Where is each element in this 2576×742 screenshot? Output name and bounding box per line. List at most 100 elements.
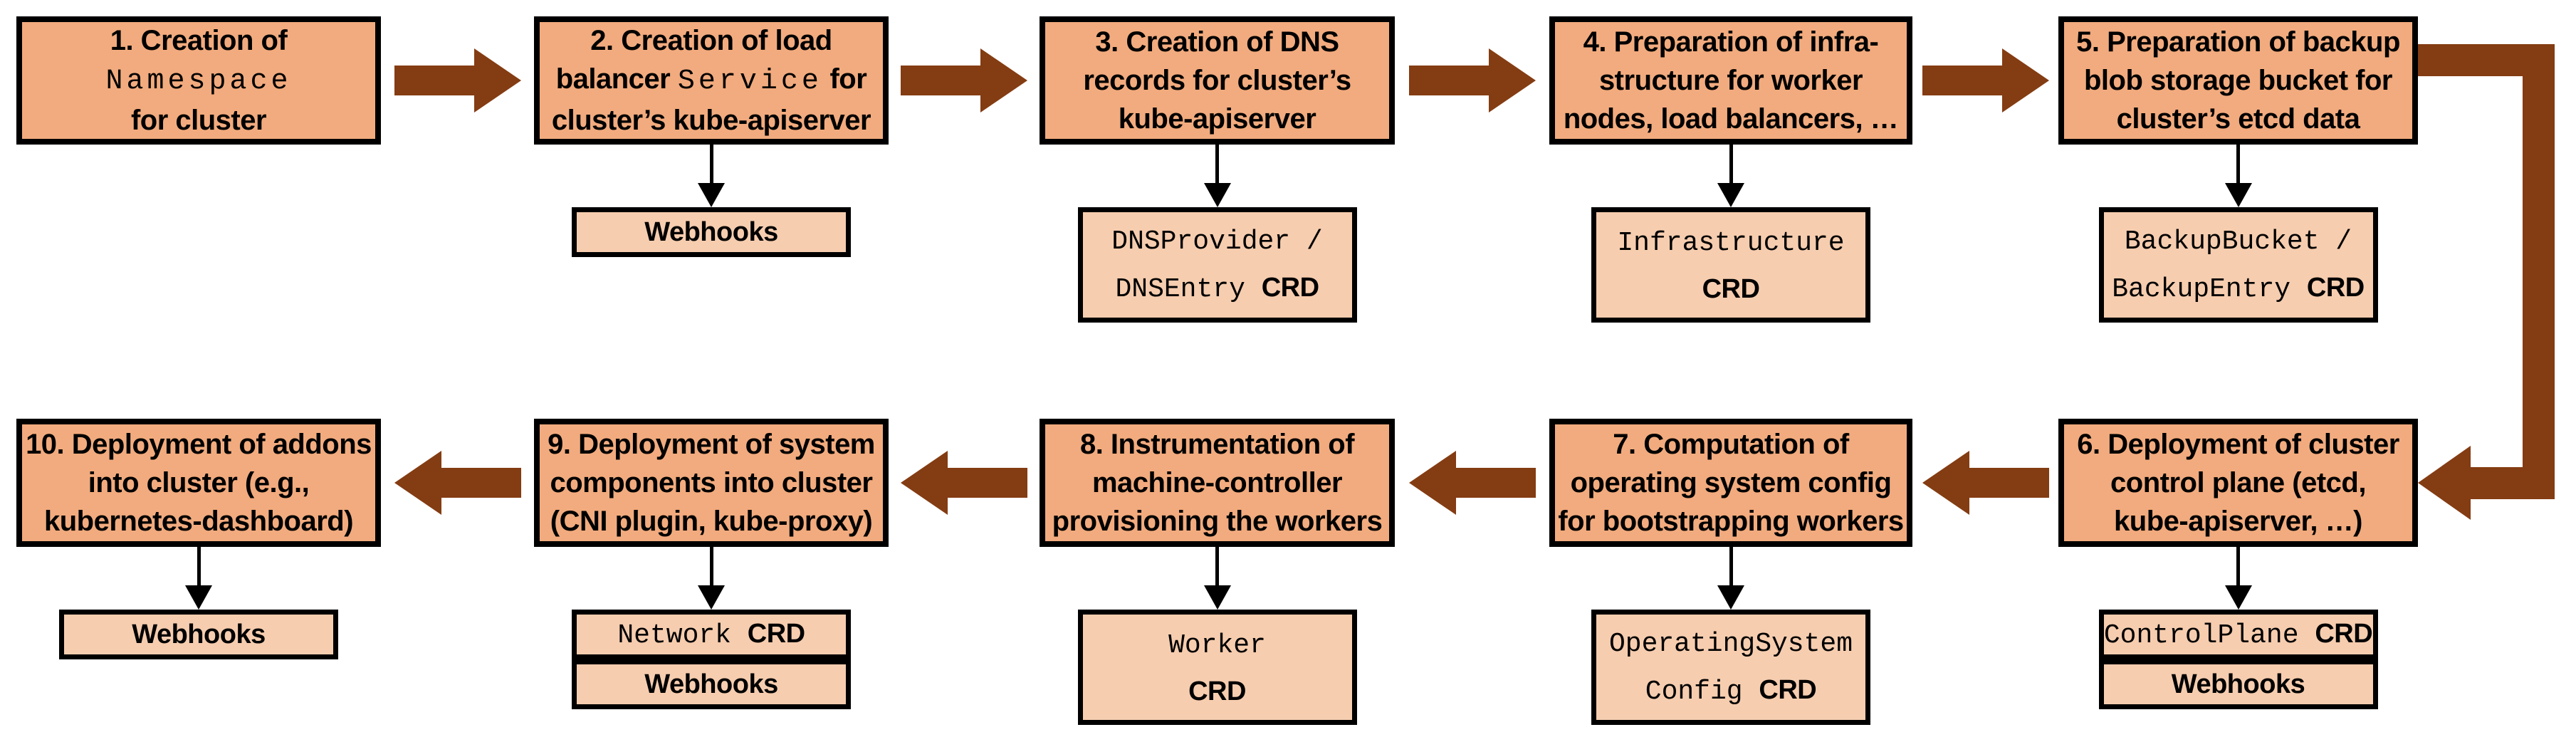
artifact-text-line: Infrastructure bbox=[1617, 219, 1844, 266]
flow-arrow-head-left bbox=[394, 451, 441, 515]
label-text: balancer bbox=[555, 63, 678, 95]
label-text: records for cluster’s bbox=[1083, 65, 1351, 96]
label-text: nodes, load balancers, … bbox=[1563, 103, 1899, 135]
label-text: operating system config bbox=[1570, 467, 1892, 498]
flow-arrow-head-right bbox=[2001, 48, 2049, 113]
artifact-text-line: Webhooks bbox=[132, 612, 266, 657]
label-text: 4. Preparation of infra- bbox=[1583, 26, 1879, 58]
artifact-text-line: Webhooks bbox=[644, 662, 778, 707]
label-text: into cluster (e.g., bbox=[88, 467, 310, 498]
down-arrow-head-step-4 bbox=[1717, 183, 1744, 207]
artifact-text-line: DNSEntry CRD bbox=[1115, 265, 1319, 313]
down-arrow-head-step-8 bbox=[1203, 585, 1231, 610]
down-arrow-line-step-2 bbox=[709, 145, 713, 186]
down-arrow-line-step-3 bbox=[1215, 145, 1219, 186]
artifact-text-line: DNSProvider / bbox=[1111, 217, 1322, 265]
elbow-bottom-segment bbox=[2471, 466, 2555, 499]
down-arrow-line-step-6 bbox=[2236, 547, 2240, 588]
step-text-line: records for cluster’s bbox=[1083, 61, 1351, 100]
down-arrow-head-step-10 bbox=[185, 585, 212, 610]
down-arrow-line-step-5 bbox=[2236, 145, 2240, 186]
step-text-line: nodes, load balancers, … bbox=[1563, 100, 1899, 138]
artifact-text-line: Network CRD bbox=[617, 611, 805, 659]
step-text-line: 9. Deployment of system bbox=[548, 425, 875, 464]
label-text: 7. Computation of bbox=[1613, 429, 1849, 460]
down-arrow-head-step-6 bbox=[2224, 585, 2252, 610]
artifact-text-line: Config CRD bbox=[1645, 667, 1817, 715]
step-3-box: 3. Creation of DNS records for cluster’s k… bbox=[1040, 16, 1395, 145]
artifact-text-line: CRD bbox=[1702, 266, 1760, 312]
step-text-line: 4. Preparation of infra- bbox=[1583, 23, 1879, 61]
label-text: kubernetes-dashboard) bbox=[43, 506, 354, 537]
flow-arrow-shaft bbox=[1922, 66, 2002, 95]
code-text: BackupEntry bbox=[2112, 274, 2307, 305]
label-text: 2. Creation of load bbox=[590, 25, 832, 56]
label-text: 10. Deployment of addons bbox=[26, 429, 372, 460]
flow-arrow-shaft bbox=[441, 468, 521, 498]
label-text: 9. Deployment of system bbox=[548, 429, 875, 460]
artifact-dnsprovider-dnsentry-crd-box: DNSProvider /DNSEntry CRD bbox=[1077, 207, 1357, 323]
step-text-line: kube-apiserver bbox=[1119, 100, 1316, 138]
artifact-backupbucket-backupentry-crd-box: BackupBucket /BackupEntry CRD bbox=[2098, 207, 2378, 323]
label-text: Webhooks bbox=[644, 669, 778, 699]
flow-arrow-shaft bbox=[948, 468, 1027, 498]
label-text: 6. Deployment of cluster bbox=[2077, 429, 2399, 460]
label-text: control plane (etcd, bbox=[2110, 467, 2366, 498]
step-6-box: 6. Deployment of cluster control plane (e… bbox=[2058, 419, 2418, 547]
label-text: CRD bbox=[1188, 676, 1246, 706]
code-text: Namespace bbox=[105, 66, 292, 98]
step-text-line: 10. Deployment of addons bbox=[26, 425, 372, 464]
flow-arrow-head-right bbox=[1488, 48, 1536, 113]
artifact-text-line: CRD bbox=[1188, 669, 1246, 714]
code-text: ControlPlane bbox=[2103, 620, 2315, 651]
label-text: 1. Creation of bbox=[110, 25, 288, 56]
artifact-text-line: OperatingSystem bbox=[1609, 620, 1853, 667]
down-arrow-head-step-9 bbox=[698, 585, 725, 610]
elbow-vertical-segment bbox=[2523, 44, 2555, 499]
artifact-text-line: BackupEntry CRD bbox=[2112, 265, 2365, 313]
step-10-box: 10. Deployment of addons into cluster (e.… bbox=[16, 419, 381, 547]
flow-arrow-head-left bbox=[901, 451, 948, 515]
flow-arrow-head-left bbox=[1922, 451, 1969, 515]
flow-arrow-shaft bbox=[901, 66, 980, 95]
step-text-line: kubernetes-dashboard) bbox=[43, 502, 354, 540]
step-text-line: for bootstrapping workers bbox=[1558, 502, 1904, 540]
down-arrow-line-step-7 bbox=[1729, 547, 1733, 588]
label-text: CRD bbox=[1261, 273, 1319, 303]
code-text: DNSEntry bbox=[1115, 274, 1262, 305]
step-text-line: 5. Preparation of backup bbox=[2076, 23, 2400, 61]
step-text-line: provisioning the workers bbox=[1052, 502, 1383, 540]
code-text: Network bbox=[617, 620, 748, 651]
step-text-line: 7. Computation of bbox=[1613, 425, 1849, 464]
artifact-text-line: Webhooks bbox=[2172, 662, 2305, 707]
down-arrow-line-step-9 bbox=[709, 547, 713, 588]
artifact-controlplane-crd-box: ControlPlane CRD bbox=[2098, 610, 2378, 659]
flow-arrow-shaft bbox=[1969, 468, 2049, 498]
step-text-line: kube-apiserver, …) bbox=[2114, 502, 2362, 540]
label-text: 3. Creation of DNS bbox=[1095, 26, 1339, 58]
artifact-webhooks-box: Webhooks bbox=[572, 207, 851, 257]
elbow-arrow-head-left bbox=[2418, 446, 2471, 520]
label-text: Webhooks bbox=[2171, 669, 2305, 699]
flow-arrow-shaft bbox=[1455, 468, 1536, 498]
label-text: CRD bbox=[1702, 273, 1760, 304]
step-text-line: operating system config bbox=[1571, 464, 1892, 502]
artifact-webhooks-box: Webhooks bbox=[59, 610, 338, 659]
label-text: cluster’s kube-apiserver bbox=[551, 105, 871, 136]
down-arrow-line-step-4 bbox=[1729, 145, 1733, 186]
code-text: Worker bbox=[1168, 629, 1266, 661]
label-text: for bootstrapping workers bbox=[1558, 506, 1904, 537]
code-text: Service bbox=[677, 66, 822, 98]
code-text: Config bbox=[1645, 676, 1759, 707]
flow-arrow-shaft bbox=[394, 66, 474, 95]
step-text-line: into cluster (e.g., bbox=[88, 464, 310, 502]
label-text: kube-apiserver, …) bbox=[2114, 506, 2362, 537]
down-arrow-head-step-3 bbox=[1203, 183, 1231, 207]
